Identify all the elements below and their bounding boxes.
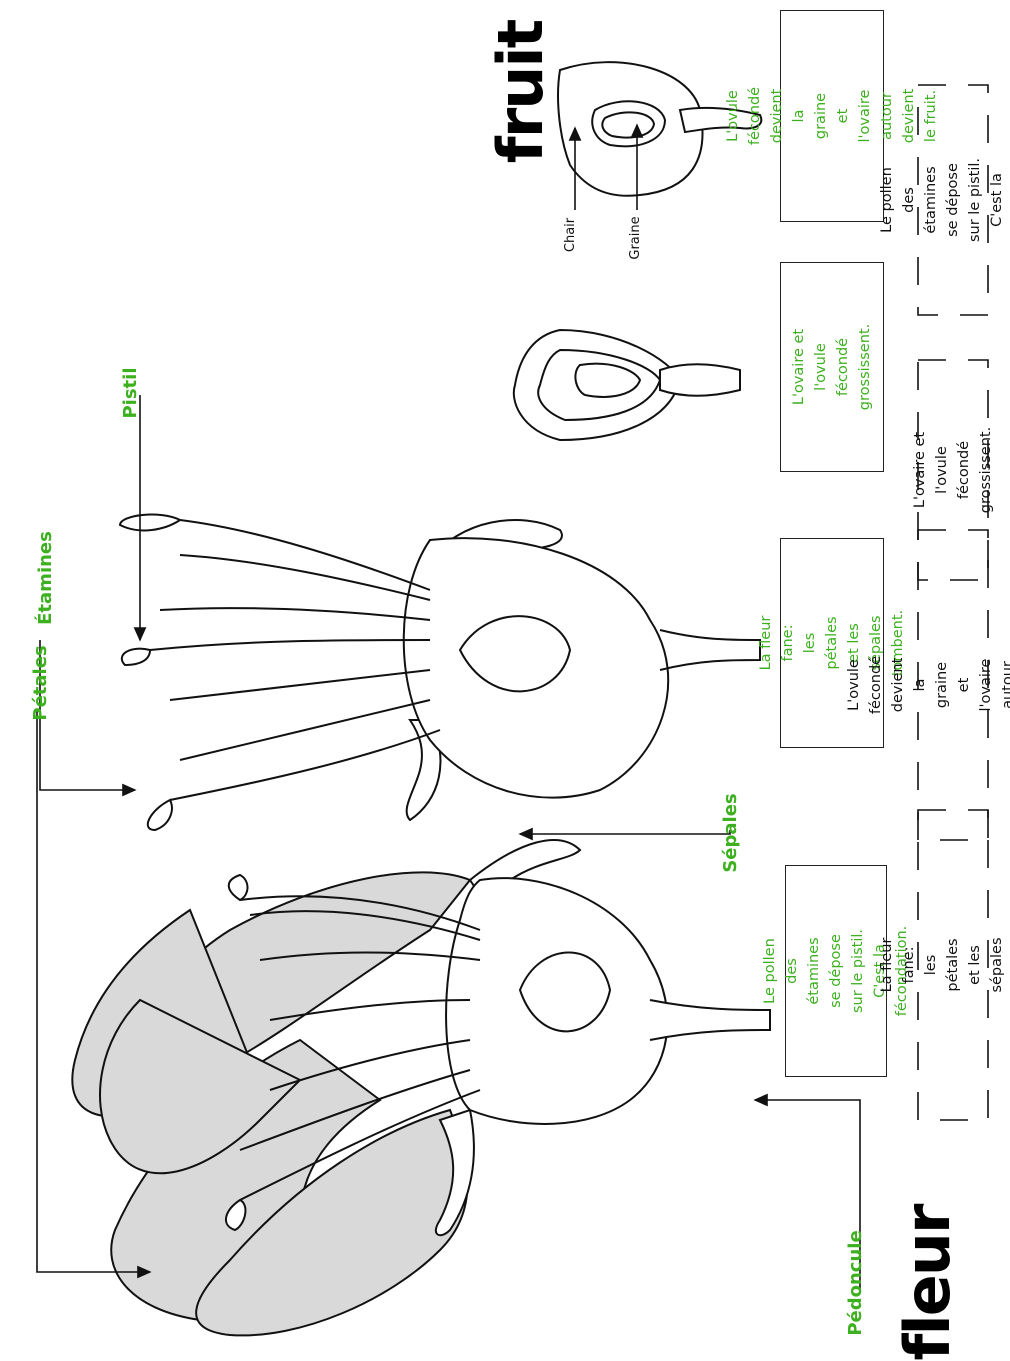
filament-g bbox=[170, 730, 440, 800]
filament-e bbox=[170, 670, 430, 700]
fruit-seed bbox=[602, 112, 654, 137]
filament-c bbox=[160, 608, 430, 620]
flower-fading bbox=[120, 515, 760, 830]
cut-box-grossissent-text: L'ovaire et l'ovule fécondé grossissent. bbox=[909, 427, 997, 513]
label-chair: Chair bbox=[560, 210, 580, 260]
info-box-grossissent-text: L'ovaire et l'ovule fécondé grossissent. bbox=[788, 324, 876, 410]
label-sepales: Sépales bbox=[717, 788, 743, 878]
filament-f bbox=[180, 700, 430, 760]
flower-with-petals bbox=[72, 840, 770, 1335]
info-box-graine-fruit: L'ovule fécondé devient la graine et l'o… bbox=[780, 10, 884, 222]
anther-1 bbox=[229, 875, 248, 900]
title-flower: fleur bbox=[892, 1218, 962, 1348]
peduncle bbox=[650, 1000, 770, 1040]
info-box-grossissent: L'ovaire et l'ovule fécondé grossissent. bbox=[780, 262, 884, 472]
title-fruit: fruit bbox=[485, 32, 555, 152]
anther-top bbox=[120, 515, 180, 531]
cut-box-fecondation-text: Le pollen des étamines se dépose sur le … bbox=[876, 155, 1010, 246]
arrow-sepales bbox=[520, 830, 730, 834]
label-graine: Graine bbox=[625, 208, 645, 268]
cut-box-fleur-fane-text: La fleur fane: les pétales et les sépale… bbox=[876, 932, 1010, 998]
label-etamines: Étamines bbox=[32, 533, 58, 623]
growing-stalk bbox=[660, 364, 740, 396]
filament-b bbox=[180, 555, 430, 600]
label-petales: Pétales bbox=[27, 643, 53, 723]
cut-box-fleur-fane[interactable]: La fleur fane: les pétales et les sépale… bbox=[918, 810, 988, 1120]
label-pistil: Pistil bbox=[117, 363, 143, 423]
cut-box-fecondation[interactable]: Le pollen des étamines se dépose sur le … bbox=[918, 85, 988, 315]
anther-left bbox=[122, 649, 150, 665]
info-box-fecondation: Le pollen des étamines se dépose sur le … bbox=[785, 865, 887, 1077]
filament-a bbox=[180, 520, 430, 590]
anther-bottom bbox=[148, 800, 172, 830]
info-box-fleur-fane: La fleur fane: les pétales et les sépale… bbox=[780, 538, 884, 748]
filament-d bbox=[150, 640, 430, 650]
info-box-graine-fruit-text: L'ovule fécondé devient la graine et l'o… bbox=[722, 87, 942, 145]
peduncle-2 bbox=[660, 630, 760, 670]
cut-box-graine-fruit-text: L'ovule fécondé devient la graine et l'o… bbox=[843, 656, 1010, 714]
arrow-etamines bbox=[40, 640, 135, 790]
cut-box-grossissent[interactable]: L'ovaire et l'ovule fécondé grossissent. bbox=[918, 360, 988, 580]
label-pedoncule: Pédoncule bbox=[842, 1228, 868, 1338]
fruit-growing bbox=[514, 330, 740, 440]
